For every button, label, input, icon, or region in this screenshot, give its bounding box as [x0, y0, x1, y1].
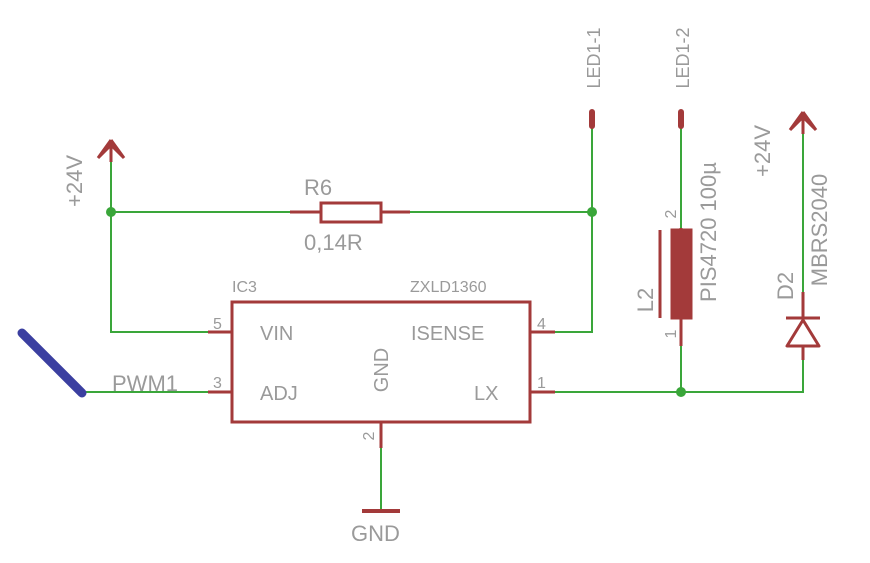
pin-isense-label: ISENSE — [411, 323, 484, 345]
pin-num-lx: 1 — [537, 375, 546, 392]
wire-isense — [555, 126, 593, 333]
labels: +24V +24V R6 0,14R IC3 ZXLD1360 VIN ADJ … — [62, 27, 832, 546]
r6-value-label: 0,14R — [304, 230, 363, 255]
pin-num-vin: 5 — [213, 316, 222, 333]
wire-left-supply — [110, 160, 208, 333]
supply-right-label: +24V — [750, 125, 775, 177]
r6-name-label: R6 — [304, 175, 332, 200]
junctions — [106, 207, 686, 397]
l2-pin-bottom-label: 1 — [663, 329, 680, 338]
pin-vin-label: VIN — [260, 323, 293, 345]
led1-1-label: LED1-1 — [584, 27, 604, 88]
l2-value-label: PIS4720 100µ — [696, 162, 721, 302]
pin-num-gnd: 2 — [361, 431, 378, 440]
supply-left-arrow-icon — [96, 139, 126, 162]
supply-left-label: +24V — [62, 155, 87, 207]
pin-gnd-label: GND — [371, 348, 393, 392]
pwm-bus-line[interactable] — [17, 328, 87, 398]
l2-pin-top-label: 2 — [663, 209, 680, 218]
d2-name-label: D2 — [773, 272, 798, 300]
junction-dot — [587, 207, 597, 217]
led1-2-label: LED1-2 — [673, 27, 693, 88]
wire-lx — [555, 346, 804, 393]
junction-dot — [106, 207, 116, 217]
gnd-symbol-label: GND — [351, 521, 400, 546]
d2-value-label: MBRS2040 — [807, 174, 832, 287]
ic3-name-label: IC3 — [232, 279, 257, 296]
junction-dot — [676, 387, 686, 397]
l2-inductor-body[interactable] — [670, 228, 693, 320]
ic3-part-label: ZXLD1360 — [410, 279, 487, 296]
pin-adj-label: ADJ — [260, 383, 298, 405]
d2-diode-triangle-icon[interactable] — [785, 318, 821, 348]
wires — [82, 126, 804, 510]
supply-right-arrow-icon — [788, 111, 818, 134]
r6-resistor-body[interactable] — [319, 201, 383, 224]
pwm-net-label: PWM1 — [112, 371, 178, 396]
pin-num-adj: 3 — [213, 375, 222, 392]
parts — [96, 109, 821, 513]
pin-num-isense: 4 — [537, 316, 546, 333]
pin-lx-label: LX — [474, 383, 498, 405]
l2-name-label: L2 — [633, 288, 658, 312]
